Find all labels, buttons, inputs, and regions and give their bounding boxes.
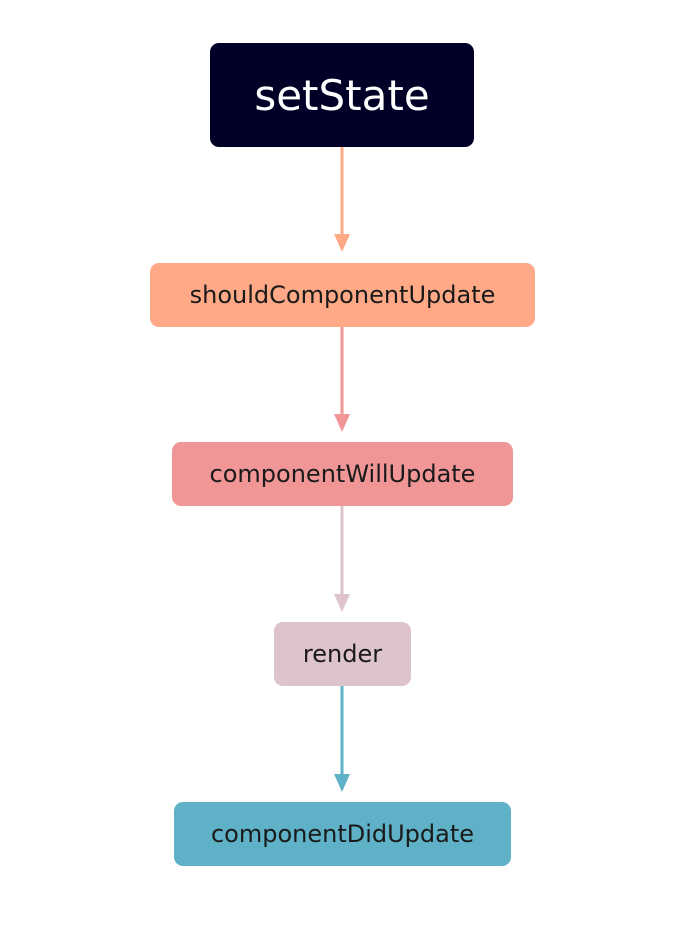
- arrow-should-component-update-to-component-will-update: [334, 327, 350, 432]
- component-did-update-label: componentDidUpdate: [210, 820, 475, 848]
- should-component-update-label: shouldComponentUpdate: [189, 281, 496, 309]
- component-will-update-node: componentWillUpdate: [172, 442, 513, 506]
- component-will-update-label: componentWillUpdate: [209, 460, 476, 488]
- component-did-update-node: componentDidUpdate: [174, 802, 511, 866]
- render-node: render: [274, 622, 411, 686]
- arrow-setstate-to-should-component-update: [334, 147, 350, 252]
- render-label: render: [302, 640, 383, 668]
- setstate-label: setState: [254, 70, 430, 120]
- setstate-node: setState: [210, 43, 474, 147]
- arrow-render-to-component-did-update: [334, 686, 350, 792]
- arrow-component-will-update-to-render: [334, 506, 350, 612]
- should-component-update-node: shouldComponentUpdate: [150, 263, 535, 327]
